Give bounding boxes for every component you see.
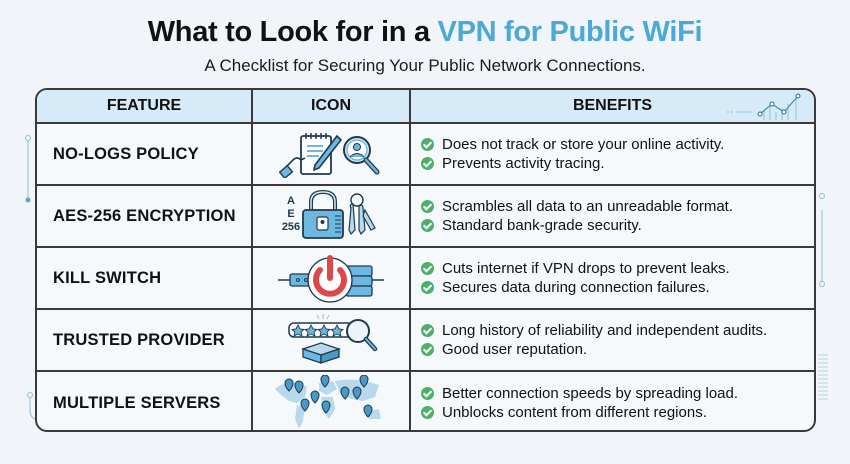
benefit-item: Does not track or store your online acti… bbox=[421, 136, 724, 153]
feature-label: TRUSTED PROVIDER bbox=[53, 330, 225, 349]
feature-label: NO-LOGS POLICY bbox=[53, 144, 199, 163]
star-rating-search-icon bbox=[288, 314, 378, 364]
page-subtitle: A Checklist for Securing Your Public Net… bbox=[204, 56, 646, 75]
benefits-list: Better connection speeds by spreading lo… bbox=[421, 385, 738, 421]
check-icon bbox=[421, 324, 434, 337]
title-main: What to Look for in a bbox=[147, 16, 438, 48]
notepad-search-user-icon bbox=[279, 133, 380, 178]
check-icon bbox=[421, 157, 434, 170]
benefit-item: Scrambles all data to an unreadable form… bbox=[421, 198, 733, 215]
benefits-list: Long history of reliability and independ… bbox=[421, 322, 767, 358]
benefit-item: Long history of reliability and independ… bbox=[421, 322, 767, 339]
check-icon bbox=[421, 281, 434, 294]
benefits-list: Scrambles all data to an unreadable form… bbox=[421, 198, 733, 234]
benefit-item: Good user reputation. bbox=[421, 341, 767, 358]
svg-text:A: A bbox=[287, 195, 295, 207]
feature-label: AES-256 ENCRYPTION bbox=[53, 206, 236, 225]
table-row: KILL SWITCH Cuts internet if VPN drops t… bbox=[37, 248, 814, 310]
padlock-keys-icon: A E 256 bbox=[282, 190, 376, 239]
table-row: NO-LOGS POLICY Does not track or store y… bbox=[37, 124, 814, 186]
benefit-item: Cuts internet if VPN drops to prevent le… bbox=[421, 260, 730, 277]
check-icon bbox=[421, 262, 434, 275]
benefit-item: Better connection speeds by spreading lo… bbox=[421, 385, 738, 402]
circuit-decoration-right bbox=[818, 193, 828, 400]
table-header: FEATURE ICON BENEFITS bbox=[37, 90, 814, 124]
svg-text:256: 256 bbox=[282, 221, 300, 233]
benefit-item: Secures data during connection failures. bbox=[421, 279, 730, 296]
table-row: TRUSTED PROVIDER Long bbox=[37, 310, 814, 372]
benefit-item: Standard bank-grade security. bbox=[421, 217, 733, 234]
column-header-feature: FEATURE bbox=[37, 90, 253, 122]
table-row: AES-256 ENCRYPTION A E 256 Scrambles all… bbox=[37, 186, 814, 248]
column-header-benefits: BENEFITS bbox=[572, 97, 653, 114]
check-icon bbox=[421, 219, 434, 232]
benefit-item: Unblocks content from different regions. bbox=[421, 404, 738, 421]
svg-text:E: E bbox=[287, 208, 294, 220]
feature-label: MULTIPLE SERVERS bbox=[53, 393, 221, 412]
chart-line-decoration-icon bbox=[727, 93, 801, 120]
check-icon bbox=[421, 343, 434, 356]
power-server-icon bbox=[278, 255, 384, 303]
title-accent: VPN for Public WiFi bbox=[437, 16, 703, 48]
check-icon bbox=[421, 387, 434, 400]
world-map-pins-icon bbox=[275, 375, 381, 429]
table-row: MULTIPLE SERVERS bbox=[37, 372, 814, 430]
benefits-list: Does not track or store your online acti… bbox=[421, 136, 724, 172]
benefit-item: Prevents activity tracing. bbox=[421, 155, 724, 172]
vpn-checklist-table: FEATURE ICON BENEFITS NO-LOGS POLICY bbox=[35, 88, 816, 432]
page-title: What to Look for in a VPN for Public WiF… bbox=[0, 16, 850, 49]
check-icon bbox=[421, 200, 434, 213]
check-icon bbox=[421, 138, 434, 151]
column-header-icon: ICON bbox=[253, 90, 411, 122]
feature-label: KILL SWITCH bbox=[53, 268, 162, 287]
check-icon bbox=[421, 406, 434, 419]
benefits-list: Cuts internet if VPN drops to prevent le… bbox=[421, 260, 730, 296]
